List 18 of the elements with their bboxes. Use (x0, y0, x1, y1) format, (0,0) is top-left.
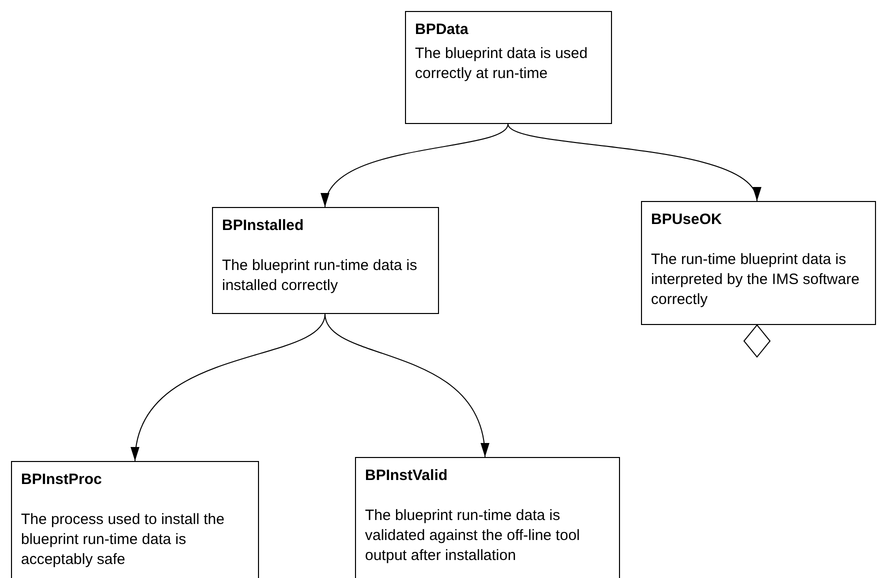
goal-box (212, 207, 439, 314)
goal-id: BPInstProc (21, 470, 103, 490)
goal-statement: The blueprint data is used correctly at run-time (415, 44, 589, 84)
goal-id: BPInstalled (222, 216, 305, 236)
goal-box (641, 201, 876, 325)
goal-statement: The run-time blueprint data is interpreted by the IMS software correctly (651, 250, 860, 310)
goal-box (11, 461, 259, 578)
goal-statement: The blueprint run-time data is validated against the off-line tool output after installation (365, 506, 581, 566)
goal-box (355, 457, 620, 578)
goal-statement: The blueprint run-time data is installed correctly (222, 256, 418, 296)
goal-id: BPInstValid (365, 466, 449, 486)
goal-statement: The process used to install the blueprint run-time data is acceptably safe (21, 510, 226, 570)
goal-id: BPUseOK (651, 210, 723, 230)
arrow (324, 314, 488, 458)
arrow (324, 124, 508, 208)
arrow (132, 314, 326, 462)
goal-box (405, 11, 612, 124)
goal-id: BPData (415, 20, 470, 40)
